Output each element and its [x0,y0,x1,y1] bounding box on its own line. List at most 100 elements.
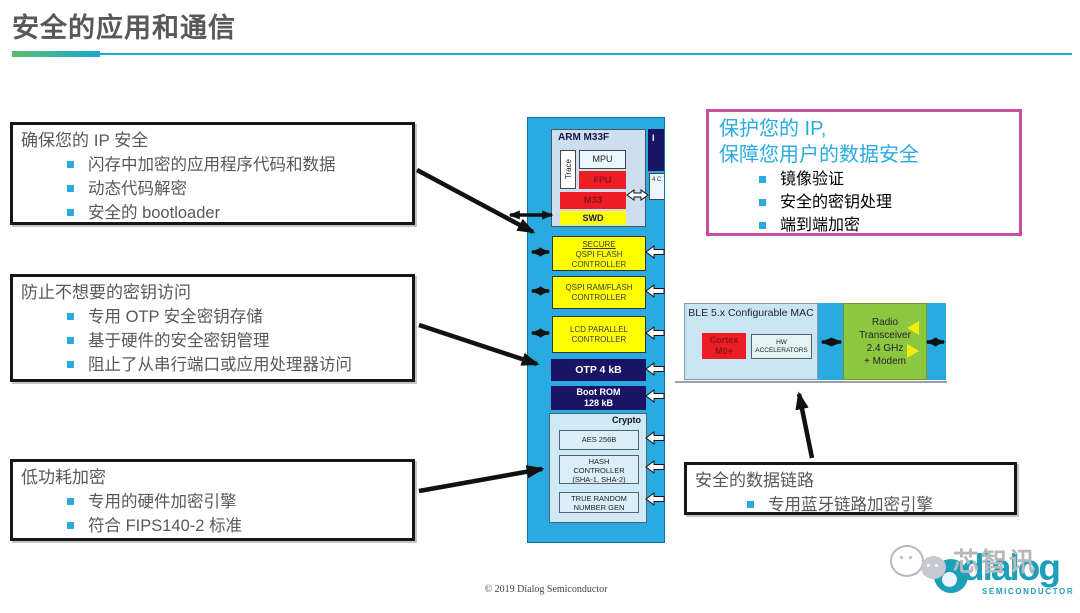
arrow-datalink-to-ble [795,391,815,459]
ble-baseline [675,381,947,383]
bullet-text: 安全的 bootloader [88,204,221,222]
bullet-item: 闪存中加密的应用程序代码和数据 [21,153,404,177]
bullet-square-icon [67,209,74,216]
block-line: QSPI FLASH [575,250,623,259]
block-line: + Modem [864,356,906,367]
block-line: 128 kB [583,398,614,408]
callout-data-link: 安全的数据链路 专用蓝牙链路加密引擎 [684,462,1017,515]
cpu-subsystem-block: ARM M33F Trace MPU FPU M33 SWD [551,129,646,227]
clipped-memory-block: I [648,129,664,171]
fpu-block: FPU [579,171,626,189]
bullet-text: 镜像验证 [780,171,845,188]
m33-core-block: M33 [560,192,626,209]
callout-title: 确保您的 IP 安全 [21,131,149,150]
crypto-label: Crypto [612,415,641,425]
mpu-block: MPU [579,150,626,169]
otp-block: OTP 4 kB [551,359,646,381]
bullet-text: 专用的硬件加密引擎 [88,493,237,511]
block-line: Cortex [709,335,739,345]
watermark-chat-bubble-icon [890,545,924,577]
soc-block-diagram: ARM M33F Trace MPU FPU M33 SWD I 4 C SEC… [527,117,665,543]
bullet-square-icon [759,222,766,229]
boot-rom-block: Boot ROM 128 kB [551,386,646,410]
bullet-item: 基于硬件的安全密钥管理 [21,329,404,353]
callout-title: 防止不想要的密钥访问 [21,283,191,302]
radio-transceiver-block: Radio Transceiver 2.4 GHz + Modem [843,303,927,380]
lcd-parallel-controller-block: LCD PARALLEL CONTROLLER [552,316,646,353]
block-line: Radio [871,317,899,328]
callout-ip-security: 确保您的 IP 安全 闪存中加密的应用程序代码和数据 动态代码解密 安全的 bo… [10,122,415,225]
bullet-square-icon [67,185,74,192]
bullet-square-icon [67,313,74,320]
bullet-item: 专用的硬件加密引擎 [21,490,404,514]
bullet-item: 端到端加密 [719,214,1009,237]
ble-mac-block: BLE 5.x Configurable MAC Cortex M0+ HW A… [684,303,818,380]
antenna-triangle-right-icon [907,344,919,358]
ble-mac-label: BLE 5.x Configurable MAC [688,307,814,319]
ble-assembly: BLE 5.x Configurable MAC Cortex M0+ HW A… [684,303,946,381]
bullet-item: 专用蓝牙链路加密引擎 [695,493,1006,517]
block-line: CONTROLLER [571,335,627,344]
bullet-item: 动态代码解密 [21,177,404,201]
accent-gradient-bar [12,51,100,57]
block-line: NUMBER GEN [573,503,625,512]
secure-qspi-flash-controller-block: SECURE QSPI FLASH CONTROLLER [552,236,646,271]
bullet-text: 阻止了从串行端口或应用处理器访问 [88,356,352,374]
block-line: TRUE RANDOM [571,494,627,503]
page-title: 安全的应用和通信 [12,13,236,43]
bus-strip [818,303,843,380]
bullet-item: 镜像验证 [719,168,1009,191]
bullet-square-icon [67,161,74,168]
arrow-key-to-otp [418,322,540,367]
swd-block: SWD [560,211,626,225]
block-line: Transceiver [859,330,911,341]
block-line: Boot ROM [576,387,621,397]
secure-label: SECURE [582,240,616,249]
block-line: QSPI RAM/FLASH [565,283,633,292]
block-line: HASH [588,457,610,466]
bullet-item: 安全的 bootloader [21,201,404,225]
bullet-square-icon [67,361,74,368]
bus-strip [927,303,946,380]
trace-block: Trace [560,150,576,189]
aes-block: AES 256B [559,430,639,450]
block-line: 2.4 GHz [866,343,904,354]
hw-accelerators-block: HW ACCELERATORS [751,334,812,359]
watermark-text: 芯智讯 [953,547,1038,577]
bullet-square-icon [747,501,754,508]
hash-controller-block: HASH CONTROLLER (SHA-1, SHA-2) [559,455,639,484]
bullet-square-icon [67,522,74,529]
watermark-chat-bubble-icon [921,556,946,579]
bullet-text: 动态代码解密 [88,180,187,198]
crypto-group-block: Crypto AES 256B HASH CONTROLLER (SHA-1, … [549,413,647,523]
block-line: ACCELERATORS [755,347,808,354]
bullet-item: 专用 OTP 安全密钥存储 [21,305,404,329]
accent-rule-line [100,53,1072,55]
bubble-eye-icon [927,564,930,567]
true-random-number-gen-block: TRUE RANDOM NUMBER GEN [559,492,639,513]
bullet-item: 阻止了从串行端口或应用处理器访问 [21,353,404,377]
antenna-triangle-left-icon [907,321,919,335]
bubble-eye-icon [900,556,903,559]
bullet-text: 端到端加密 [780,217,861,234]
block-line: CONTROLLER [571,293,627,302]
bullet-square-icon [67,498,74,505]
bubble-eye-icon [909,556,912,559]
block-line: CONTROLLER [573,466,625,475]
bullet-square-icon [759,199,766,206]
copyright-footer: © 2019 Dialog Semiconductor [484,584,608,595]
dialog-logo-text: dialog [962,547,1061,588]
pink-title-line1: 保护您的 IP, [719,118,827,140]
bullet-square-icon [759,176,766,183]
cpu-label: ARM M33F [558,132,610,143]
dialog-logo-subtext: SEMICONDUCTOR [982,587,1075,596]
bullet-text: 专用 OTP 安全密钥存储 [88,308,263,326]
block-line: M0+ [715,346,733,356]
trace-label: Trace [563,159,573,180]
bullet-text: 基于硬件的安全密钥管理 [88,332,270,350]
bullet-text: 闪存中加密的应用程序代码和数据 [88,156,336,174]
bullet-item: 安全的密钥处理 [719,191,1009,214]
callout-low-power: 低功耗加密 专用的硬件加密引擎 符合 FIPS140-2 标准 [10,459,415,541]
block-line: LCD PARALLEL [569,325,629,334]
